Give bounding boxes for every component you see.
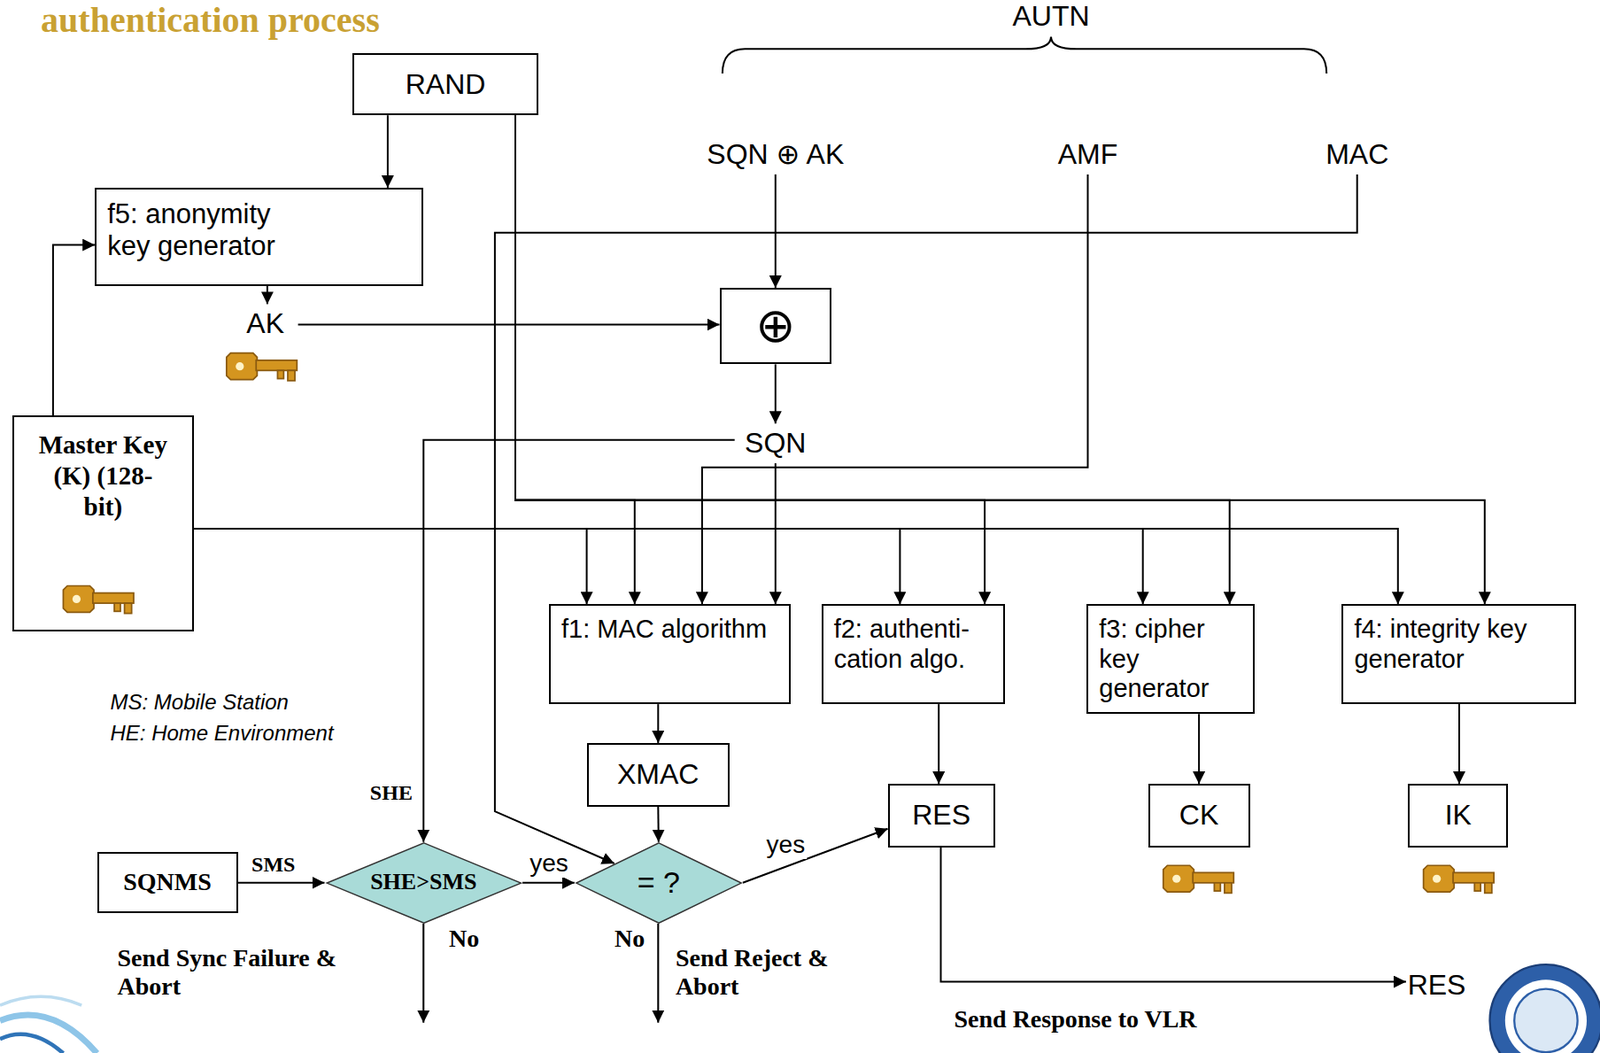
logo-emblem <box>1505 979 1587 1053</box>
node-text: RAND <box>405 68 487 101</box>
decision-diamond: = ? <box>574 842 743 924</box>
diamond-shape <box>576 842 742 923</box>
node-text: f5: anonymity key generator <box>107 198 316 262</box>
connector-arrow <box>298 324 720 326</box>
connector-arrow <box>193 528 1144 604</box>
function-box: f3: cipher key generator <box>1086 603 1255 714</box>
diamond-shape <box>326 842 521 923</box>
edge-label: SHE <box>368 780 415 804</box>
connector-arrow <box>774 363 777 424</box>
outcome-text: Send Reject & Abort <box>675 943 832 1001</box>
node-text: SQNMS <box>123 868 212 897</box>
connector-arrow <box>937 703 940 784</box>
field-name: AMF <box>1051 134 1125 175</box>
connector-arrow <box>1458 703 1461 784</box>
connector-arrow <box>193 528 1399 604</box>
value-name: SQN <box>734 423 817 464</box>
connector-arrow <box>702 174 1089 604</box>
connector-arrow <box>238 881 325 884</box>
function-box: f1: MAC algorithm <box>548 603 791 704</box>
function-box: f2: authenti- cation algo. <box>821 603 1005 704</box>
outcome-arrow <box>422 923 425 1023</box>
counter-box: SQNMS <box>97 851 239 913</box>
field-name: MAC <box>1316 134 1399 175</box>
outcome-text: Send Sync Failure & Abort <box>117 943 347 1001</box>
decision-diamond: SHE>SMS <box>324 842 524 924</box>
node-text: f4: integrity key generator <box>1353 614 1564 674</box>
output-box: IK <box>1407 783 1508 848</box>
connector-arrow <box>515 115 985 604</box>
connector-arrow <box>515 115 635 604</box>
connector-arrow <box>774 174 777 288</box>
node-text: SHE>SMS <box>370 869 477 896</box>
key-icon <box>1163 865 1235 893</box>
connector-arrow <box>657 806 660 843</box>
node-text: f2: authenti- cation algo. <box>834 614 993 674</box>
key-icon <box>62 585 134 613</box>
logo-emblem <box>1490 964 1600 1053</box>
title: authentication process <box>40 0 380 41</box>
output-box: XMAC <box>587 742 730 807</box>
connector-arrow <box>515 115 1485 604</box>
connector-arrow <box>1198 713 1200 784</box>
connector-arrow <box>193 528 901 604</box>
node-text: = ? <box>637 865 681 899</box>
logo-swirl <box>0 1014 97 1053</box>
connector-arrow <box>494 174 1358 864</box>
key-icon <box>1423 865 1495 893</box>
legend-note: HE: Home Environment <box>110 720 334 746</box>
node-text: AK <box>246 307 285 341</box>
key-icon <box>226 353 298 381</box>
node-text: RES <box>912 798 971 832</box>
legend-note: MS: Mobile Station <box>110 689 289 715</box>
node-text: IK <box>1445 798 1472 832</box>
branch-label: No <box>448 924 480 953</box>
edge-label: yes <box>527 850 571 878</box>
node-text: SQN <box>744 426 806 460</box>
input-box: RAND <box>352 53 540 116</box>
function-box: f5: anonymity key generator <box>94 187 424 286</box>
connector-arrow <box>522 881 575 884</box>
bracket <box>722 36 1327 73</box>
connector-arrow <box>386 115 389 188</box>
outcome-arrow <box>657 923 659 1023</box>
node-text: RES <box>1407 968 1467 1002</box>
field-name: SQN ⊕ AK <box>694 134 858 175</box>
node-text: f3: cipher key generator <box>1098 614 1243 704</box>
node-text: XMAC <box>617 757 699 791</box>
edge-label: yes <box>765 831 808 859</box>
connector-arrow <box>941 847 1407 982</box>
node-text: MAC <box>1325 138 1389 171</box>
node-text: CK <box>1179 798 1219 832</box>
connector-arrow <box>53 245 95 416</box>
edge-label: SMS <box>249 852 297 876</box>
bracket-label: AUTN <box>1012 0 1090 33</box>
node-text: f1: MAC algorithm <box>561 614 767 644</box>
output-box: RES <box>888 783 996 848</box>
node-text: SQN ⊕ AK <box>706 138 844 171</box>
output-box: CK <box>1148 783 1251 848</box>
connector-arrow <box>193 528 588 604</box>
node-text: ⊕ <box>755 301 796 350</box>
connector-arrow <box>742 828 889 883</box>
response-name: RES <box>1406 965 1468 1005</box>
outcome-text: Send Response to VLR <box>954 1004 1198 1034</box>
xor-box: ⊕ <box>719 287 833 364</box>
node-text: Master Key (K) (128-bit) <box>36 429 170 522</box>
connector-arrow <box>657 703 659 743</box>
connector-arrow <box>515 115 1230 604</box>
logo-swirl <box>0 1034 63 1053</box>
key-name: AK <box>232 303 299 344</box>
function-box: f4: integrity key generator <box>1341 603 1577 704</box>
master-key-box: Master Key (K) (128-bit) <box>12 415 194 632</box>
node-text: AMF <box>1058 138 1119 171</box>
connector-arrow <box>266 285 269 305</box>
connector-arrow <box>774 463 777 604</box>
branch-label: No <box>614 924 645 953</box>
logo-emblem <box>1514 989 1577 1052</box>
logo-swirl <box>0 996 82 1005</box>
